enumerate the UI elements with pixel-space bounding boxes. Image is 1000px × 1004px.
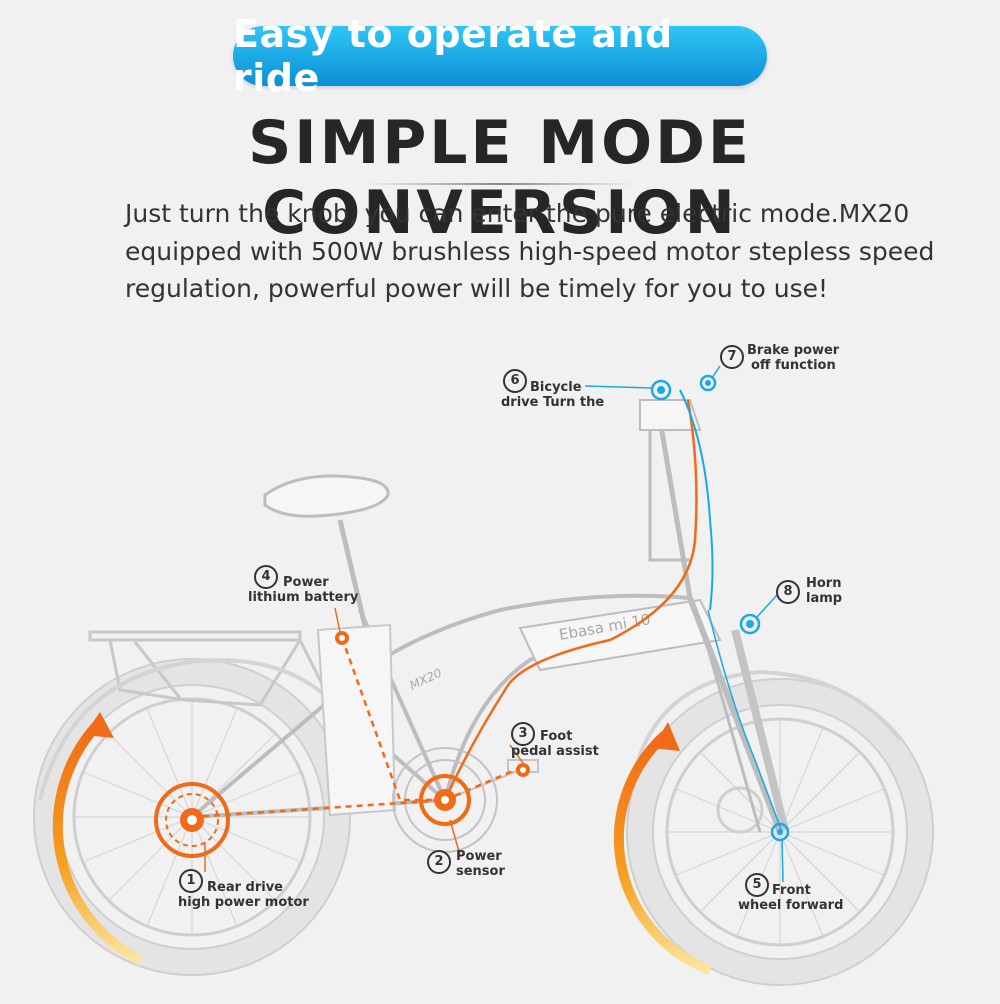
callout-label-1a: Rear drive bbox=[207, 880, 284, 895]
blue-markers bbox=[650, 374, 790, 842]
description: Just turn the knob, you can enter the pu… bbox=[125, 195, 935, 308]
callout-number-3: 3 bbox=[511, 722, 535, 746]
callout-label-2a: Power bbox=[456, 849, 502, 864]
callout-number-8: 8 bbox=[776, 580, 800, 604]
title-divider bbox=[365, 183, 635, 185]
description-line: regulation, powerful power will be timel… bbox=[125, 274, 829, 303]
blue-cable bbox=[679, 389, 714, 611]
callout-number-2: 2 bbox=[427, 850, 451, 874]
callout-label-8a: Horn bbox=[806, 576, 842, 591]
callout-number-4: 4 bbox=[254, 565, 278, 589]
frame-model-text: MX20 bbox=[407, 666, 444, 693]
callout-number-7: 7 bbox=[720, 345, 744, 369]
callout-number-1: 1 bbox=[179, 869, 203, 893]
front-fork bbox=[731, 629, 789, 831]
callout-label-5b: wheel forward bbox=[738, 898, 844, 913]
callout-number-6: 6 bbox=[503, 369, 527, 393]
callout-label-7b: off function bbox=[751, 358, 836, 373]
banner-pill: Easy to operate and ride bbox=[233, 12, 767, 100]
power-sensor-highlight bbox=[419, 774, 471, 826]
battery bbox=[316, 623, 397, 817]
rear-fender bbox=[38, 658, 332, 801]
orange-cable bbox=[443, 399, 698, 801]
page-title: SIMPLE MODE CONVERSION bbox=[248, 108, 752, 248]
rear-motor-highlight bbox=[154, 782, 230, 858]
dashed-connectors bbox=[191, 637, 521, 819]
callout-label-6b: drive Turn the bbox=[501, 395, 605, 410]
rotation-arrows bbox=[52, 712, 712, 975]
description-line: equipped with 500W brushless high-speed … bbox=[125, 236, 935, 266]
blue-cable bbox=[707, 609, 783, 833]
callout-label-3b: pedal assist bbox=[511, 744, 599, 759]
callout-number-5: 5 bbox=[745, 873, 769, 897]
callout-label-4b: lithium battery bbox=[248, 590, 359, 605]
callout-label-3a: Foot bbox=[540, 729, 573, 744]
chainring bbox=[392, 747, 539, 853]
callout-label-8b: lamp bbox=[806, 591, 843, 606]
label-leaders bbox=[204, 365, 784, 883]
banner-title: Easy to operate and ride bbox=[233, 12, 673, 100]
callout-label-1b: high power motor bbox=[178, 895, 309, 910]
front-fender bbox=[633, 669, 902, 771]
callout-label-7a: Brake power bbox=[747, 343, 840, 358]
callout-label-6a: Bicycle bbox=[530, 380, 582, 395]
callout-label-5a: Front bbox=[772, 883, 811, 898]
callout-label-2b: sensor bbox=[456, 864, 505, 879]
callout-label-4a: Power bbox=[283, 575, 329, 590]
description-line: Just turn the knob, you can enter the pu… bbox=[125, 199, 910, 228]
rear-wheel bbox=[33, 658, 351, 976]
